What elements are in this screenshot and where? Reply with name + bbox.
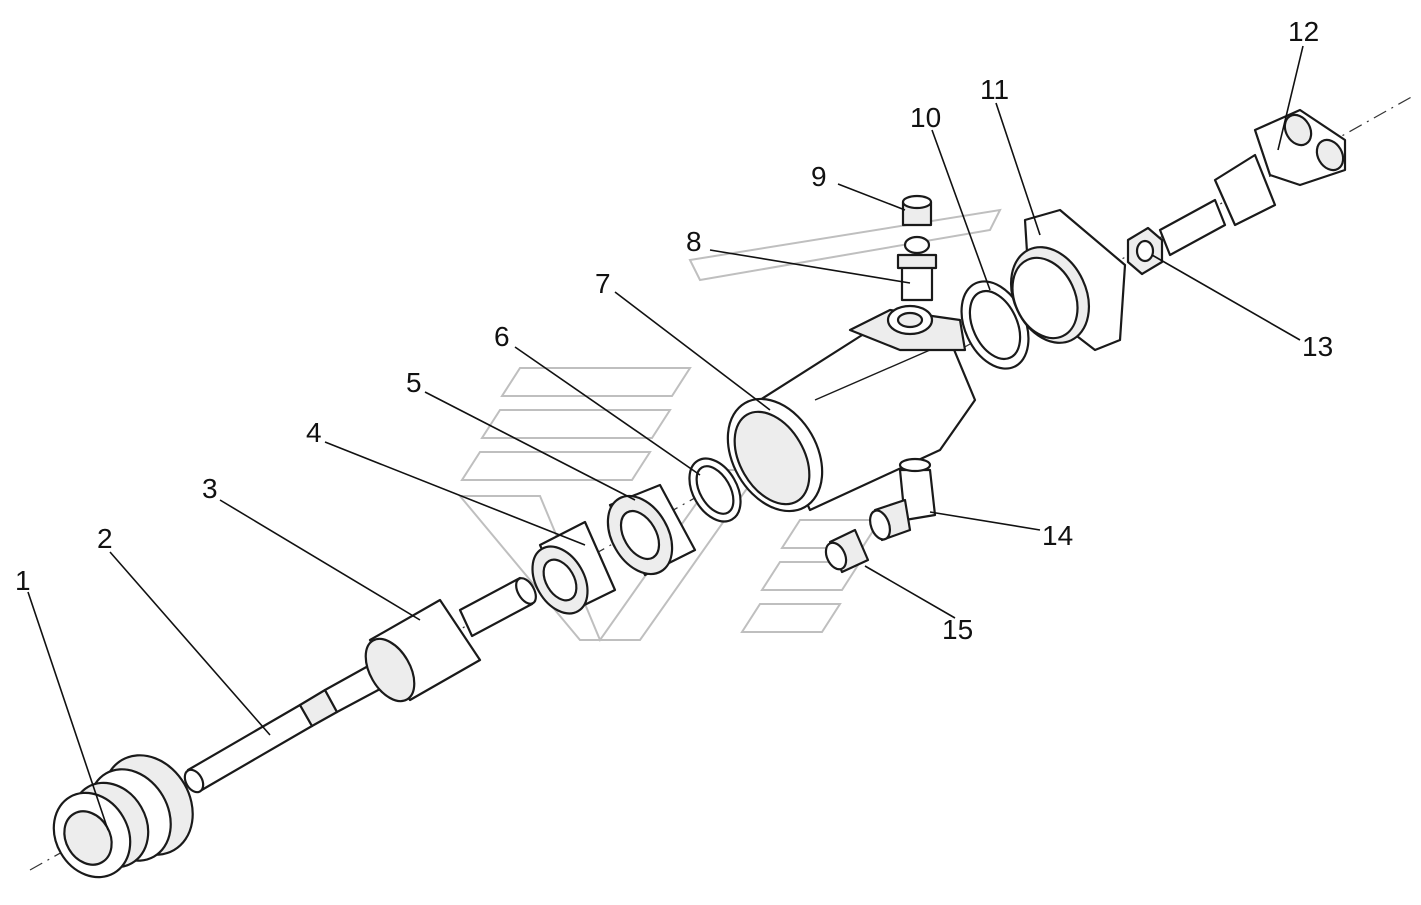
part-14-elbow-fitting [869, 457, 937, 542]
part-7-cylinder-body [726, 304, 977, 513]
callout-3: 3 [202, 473, 218, 504]
callout-13: 13 [1302, 331, 1333, 362]
callout-6: 6 [494, 321, 510, 352]
part-5-seal [606, 483, 697, 577]
callout-14: 14 [1042, 520, 1073, 551]
callout-5: 5 [406, 367, 422, 398]
part-6-retaining-ring [688, 457, 742, 523]
part-4-seal [531, 520, 617, 615]
part-15-plug [824, 528, 870, 574]
callout-labels: 1 2 3 4 5 6 7 8 9 10 11 12 13 14 15 [15, 16, 1333, 645]
part-12-clevis [1158, 108, 1347, 257]
part-3-piston [364, 576, 537, 703]
part-10-gasket [960, 280, 1030, 370]
callout-8: 8 [686, 226, 702, 257]
part-2-pushrod [183, 663, 384, 794]
callout-9: 9 [811, 161, 827, 192]
callout-11: 11 [980, 74, 1009, 105]
part-1-boot [52, 754, 194, 879]
callout-1: 1 [15, 565, 31, 596]
callout-4: 4 [306, 417, 322, 448]
callout-12: 12 [1288, 16, 1319, 47]
callout-15: 15 [942, 614, 973, 645]
callout-7: 7 [595, 268, 611, 299]
callout-10: 10 [910, 102, 941, 133]
part-11-flange [1010, 208, 1127, 352]
leader-lines [27, 45, 1304, 831]
part-13-nut [1126, 226, 1164, 276]
part-8-bleeder [896, 235, 938, 302]
part-9-cap [901, 194, 933, 227]
callout-2: 2 [97, 523, 113, 554]
